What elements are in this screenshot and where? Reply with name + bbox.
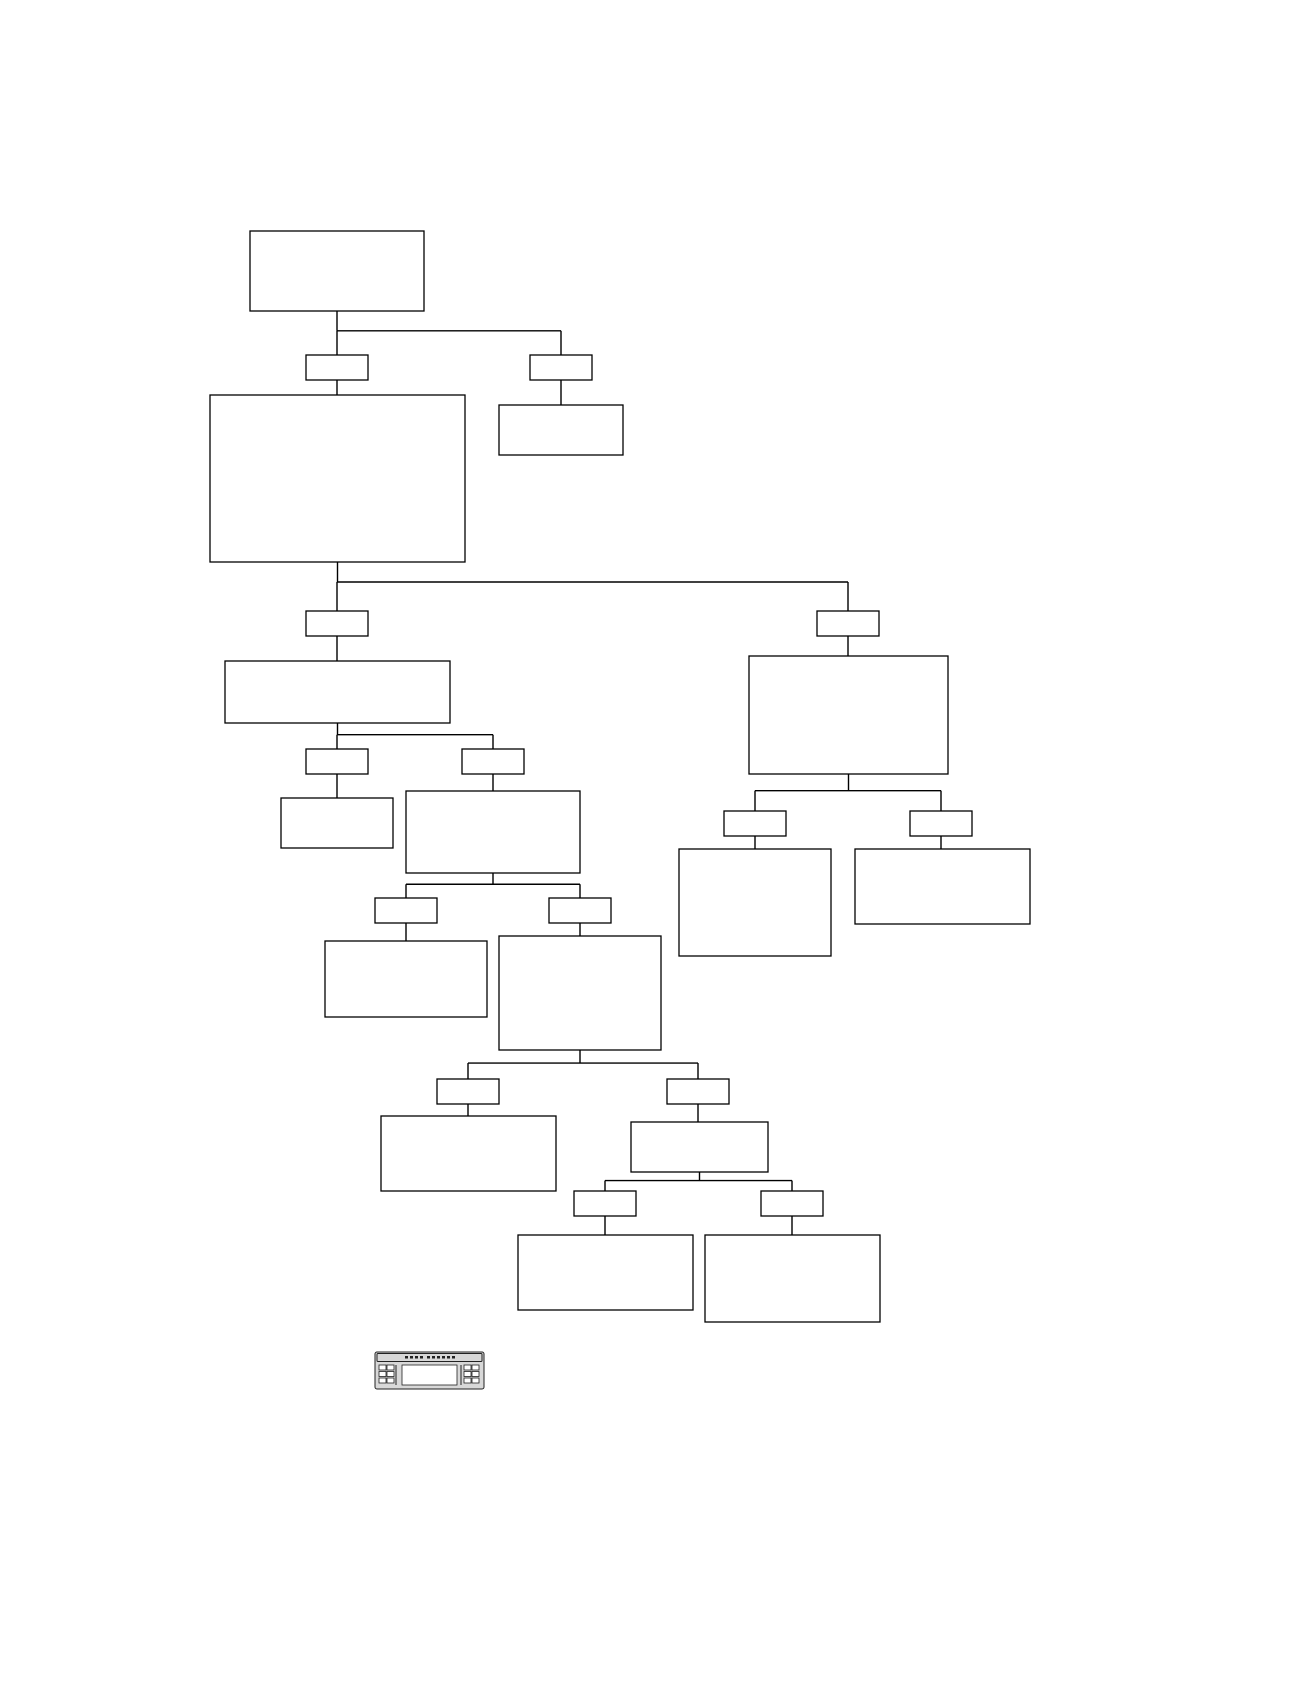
radio-brand-lettering: [405, 1356, 455, 1359]
decision-label-box: [548, 897, 612, 924]
decision-label-box: [305, 610, 369, 637]
decision-label-box: [573, 1190, 637, 1217]
decision-label-box: [305, 748, 369, 775]
process-box: [380, 1115, 557, 1192]
process-box: [498, 404, 624, 456]
process-box: [209, 394, 466, 563]
decision-label-box: [909, 810, 973, 837]
process-box: [249, 230, 425, 312]
decision-label-box: [305, 354, 369, 381]
process-box: [630, 1121, 769, 1173]
decision-label-box: [461, 748, 525, 775]
process-box: [405, 790, 581, 874]
connector-lines: [336, 311, 942, 1235]
process-box: [854, 848, 1031, 925]
process-box: [324, 940, 488, 1018]
decision-label-box: [666, 1078, 730, 1105]
process-box: [704, 1234, 881, 1323]
decision-label-box: [529, 354, 593, 381]
process-box: [678, 848, 832, 957]
decision-label-box: [723, 810, 787, 837]
process-box: [224, 660, 451, 724]
decision-label-box: [374, 897, 438, 924]
flowchart-nodes: [209, 230, 1031, 1323]
decision-label-box: [760, 1190, 824, 1217]
process-box: [280, 797, 394, 849]
decision-label-box: [816, 610, 880, 637]
car-radio-icon: [374, 1351, 485, 1390]
process-box: [517, 1234, 694, 1311]
process-box: [498, 935, 662, 1051]
decision-label-box: [436, 1078, 500, 1105]
process-box: [748, 655, 949, 775]
